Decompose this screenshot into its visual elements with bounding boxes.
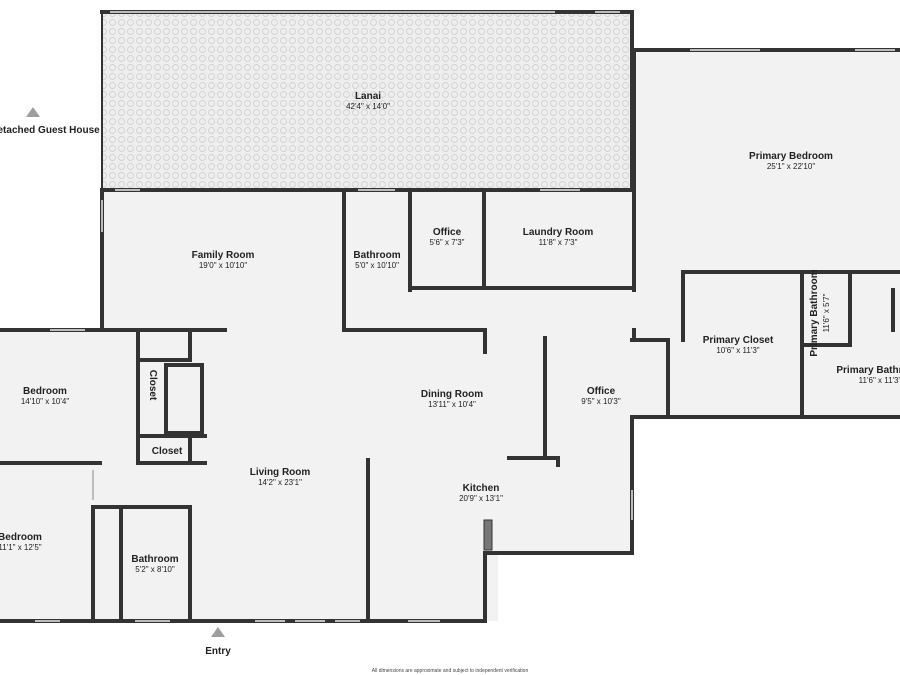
room-primary-closet-dim: 10'6" x 11'3" [716,346,759,355]
room-living-name: Living Room [250,467,311,478]
room-living-dim: 14'2" x 23'1" [258,478,302,487]
office-nook-floor [632,340,668,417]
entry-arrow-icon [211,627,225,637]
lanai-floor [102,12,634,190]
room-family-dim: 19'0" x 10'10" [199,261,247,270]
room-labels: Lanai 42'4" x 14'0" Primary Bedroom 25'1… [0,91,900,574]
room-laundry-name: Laundry Room [523,227,594,238]
west-bedrooms-floor [0,330,102,621]
room-bathroom2-name: Bathroom [131,554,178,565]
primary-bedroom-floor [634,50,900,417]
room-dining-name: Dining Room [421,389,483,400]
footnote: All dimensions are approximate and subje… [372,668,529,674]
entry-label: Entry [205,646,231,657]
fireplace [483,519,493,551]
exterior-area [498,417,900,675]
room-bathroom1-dim: 5'0" x 10'10" [355,261,399,270]
room-primary-bath-small-name: Primary Bathroom [809,269,820,356]
room-bedroom2-dim: 11'1" x 12'5" [0,543,42,552]
room-lanai-dim: 42'4" x 14'0" [346,102,390,111]
room-closet-name: Closet [152,446,183,457]
room-bedroom1-dim: 14'10" x 10'4" [21,397,69,406]
windows [35,11,895,622]
room-kitchen-dim: 20'9" x 13'1" [459,494,503,503]
room-primary-bath-name: Primary Bathroom [836,365,900,376]
room-bathroom1-name: Bathroom [353,250,400,261]
room-primary-bedroom-dim: 25'1" x 22'10" [767,162,815,171]
room-closet-vertical-name: Closet [147,370,158,401]
room-family-name: Family Room [192,250,255,261]
exterior-bottom [0,621,498,675]
room-laundry-dim: 11'8" x 7'3" [539,238,578,247]
room-office1-dim: 5'6" x 7'3" [430,238,465,247]
room-kitchen-name: Kitchen [463,483,500,494]
room-lanai-name: Lanai [355,91,381,102]
room-bedroom2-name: Bedroom [0,532,42,543]
room-dining-dim: 13'11" x 10'4" [428,400,476,409]
room-office2-name: Office [587,386,616,397]
room-bedroom1-name: Bedroom [23,386,67,397]
room-primary-bedroom-name: Primary Bedroom [749,151,833,162]
room-primary-bath-dim: 11'6" x 11'3" [859,376,900,385]
room-office2-dim: 9'5" x 10'3" [581,397,621,406]
guest-house-arrow-icon [26,107,40,117]
guest-house-label: Detached Guest House [0,125,100,136]
room-office1-name: Office [433,227,462,238]
room-primary-closet-name: Primary Closet [703,335,774,346]
room-primary-bath-small-dim: 11'6" x 5'7" [822,293,831,332]
room-bathroom2-dim: 5'2" x 8'10" [135,565,175,574]
